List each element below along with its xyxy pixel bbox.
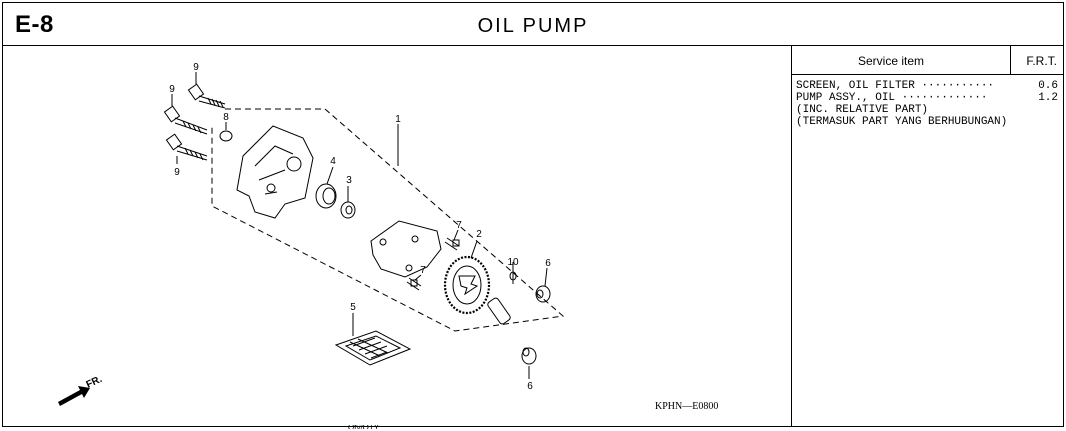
frt-header: F.R.T. bbox=[1026, 54, 1057, 68]
dowel-8 bbox=[219, 130, 233, 142]
inner-rotor bbox=[340, 201, 356, 219]
leader-lines bbox=[171, 72, 548, 379]
diagram-ref-code: KPHN—E0800 bbox=[655, 401, 718, 412]
pump-body bbox=[236, 125, 314, 219]
section-code: E-8 bbox=[15, 11, 54, 38]
callout-6-upper: 6 bbox=[545, 258, 551, 269]
dowel-6-upper bbox=[535, 285, 551, 303]
oil-screen bbox=[334, 330, 412, 366]
service-row: SCREEN, OIL FILTER ···········0.6 bbox=[796, 80, 1058, 92]
front-label: FR. bbox=[85, 374, 104, 391]
callout-7-lower: 7 bbox=[420, 265, 426, 276]
screw-upper bbox=[444, 237, 460, 251]
pump-cover bbox=[370, 220, 442, 278]
page-title: OIL PUMP bbox=[477, 15, 589, 37]
page-header: E-8 OIL PUMP bbox=[3, 3, 1063, 46]
screw-lower bbox=[406, 277, 422, 291]
callout-6-lower: 6 bbox=[527, 381, 533, 392]
front-arrow-icon bbox=[58, 386, 90, 406]
assembly-boundary bbox=[211, 108, 565, 332]
callout-1: 1 bbox=[395, 114, 401, 125]
outer-rotor bbox=[315, 183, 337, 209]
service-row: PUMP ASSY., OIL ·············1.2 bbox=[796, 92, 1058, 104]
callout-3: 3 bbox=[346, 175, 352, 186]
service-header: Service item F.R.T. bbox=[792, 46, 1063, 75]
callout-5: 5 bbox=[350, 302, 356, 313]
callout-7-upper: 7 bbox=[456, 220, 462, 231]
callout-4: 4 bbox=[330, 156, 336, 167]
service-item-header: Service item bbox=[858, 54, 925, 68]
table-header-partial: Qty/QTY bbox=[348, 425, 379, 429]
service-row: (TERMASUK PART YANG BERHUBUNGAN) bbox=[796, 116, 1008, 128]
callout-9-top: 9 bbox=[193, 62, 199, 73]
callout-9-mid: 9 bbox=[169, 84, 175, 95]
pump-shaft bbox=[487, 297, 511, 325]
service-row: (INC. RELATIVE PART) bbox=[796, 104, 929, 116]
service-panel: Service item F.R.T. SCREEN, OIL FILTER ·… bbox=[792, 46, 1063, 426]
bolt-top bbox=[187, 83, 226, 109]
driven-gear bbox=[443, 255, 491, 315]
callout-9-bottom: 9 bbox=[174, 167, 180, 178]
service-list: SCREEN, OIL FILTER ···········0.6 PUMP A… bbox=[796, 80, 1058, 128]
bolt-bottom bbox=[165, 133, 208, 161]
bolt-middle bbox=[163, 105, 208, 135]
exploded-diagram: 1 2 3 4 5 6 6 7 7 8 9 9 9 10 FR. KPHN—E0… bbox=[3, 46, 792, 426]
callout-8: 8 bbox=[223, 112, 229, 123]
dowel-6-lower bbox=[521, 347, 537, 365]
callout-10: 10 bbox=[507, 257, 519, 268]
callout-2: 2 bbox=[476, 229, 482, 240]
